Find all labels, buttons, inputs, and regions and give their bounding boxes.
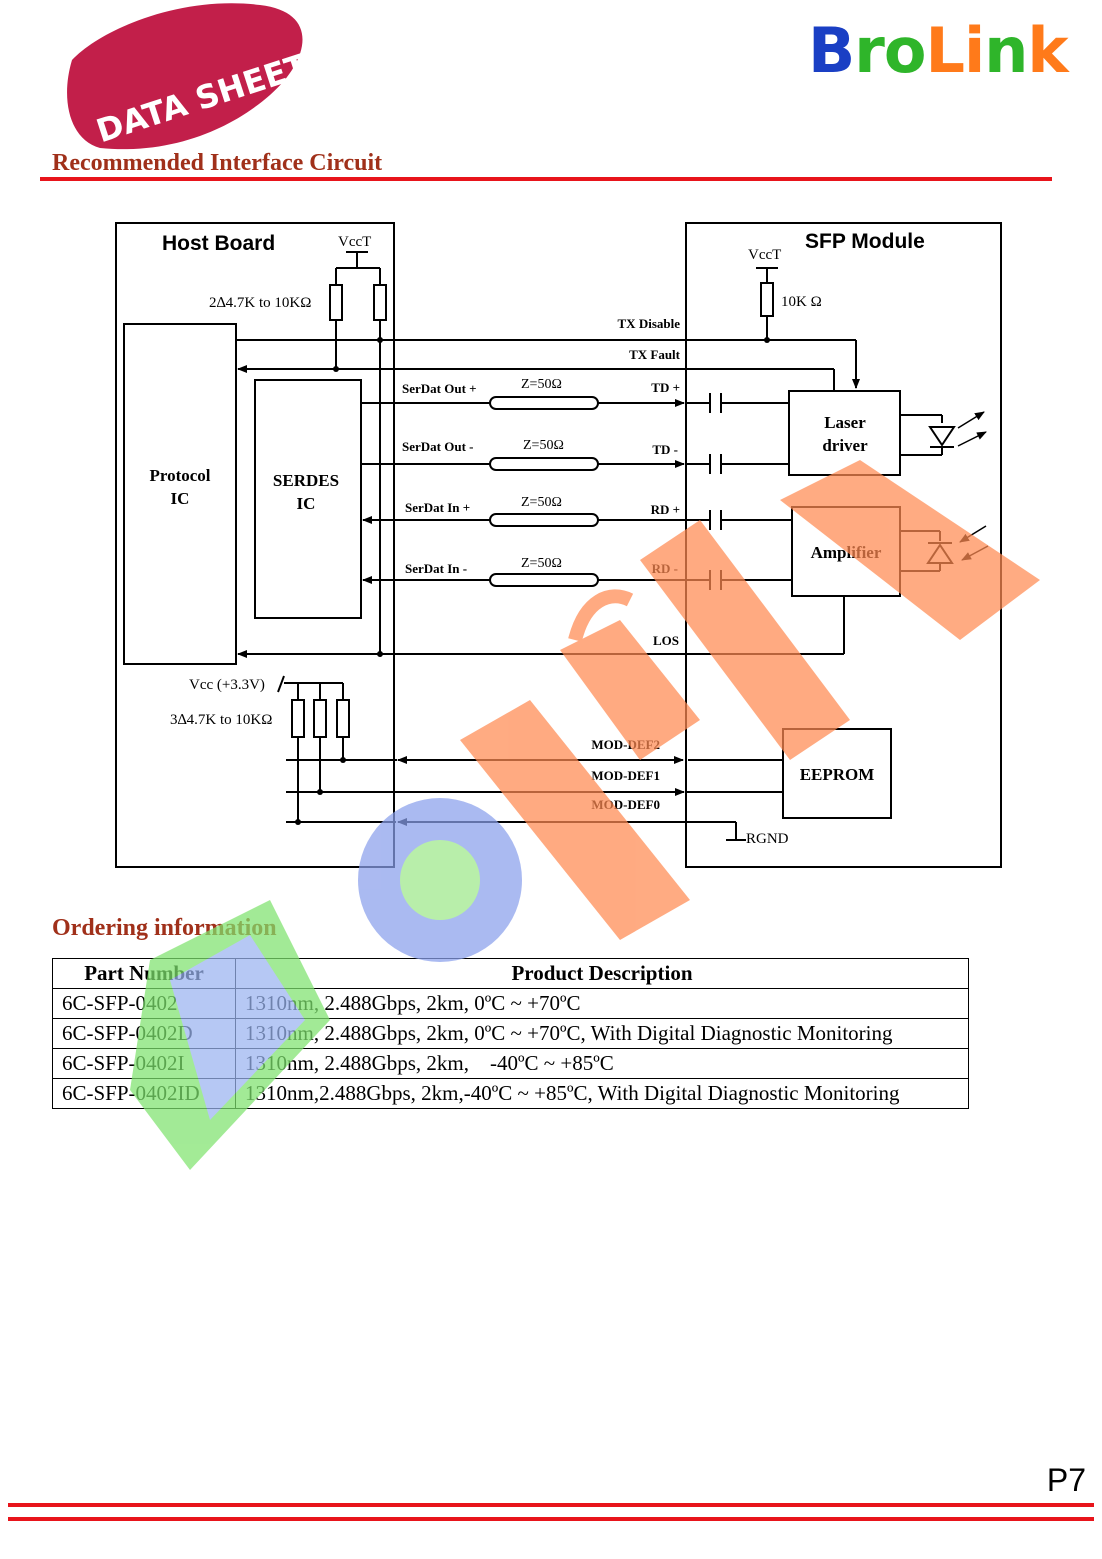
part-number-cell: 6C-SFP-0402I [52,1048,236,1079]
serdat-out-p-label: SerDat Out + [402,381,477,396]
laser-driver-box [788,390,901,476]
table-row: 6C-SFP-0402 1310nm, 2.488Gbps, 2km, 0ºC … [52,988,969,1019]
table-row: 6C-SFP-0402I 1310nm, 2.488Gbps, 2km, -40… [52,1048,969,1079]
host-resistor-label: 2∆4.7K to 10KΩ [209,295,311,311]
ordering-section-title: Ordering information [52,915,277,941]
header-divider [40,177,1052,181]
impedance-label: Z=50Ω [521,556,562,571]
part-number-cell: 6C-SFP-0402 [52,988,236,1019]
rd-p-label: RD + [651,502,680,517]
part-number-cell: 6C-SFP-0402D [52,1018,236,1049]
transmission-line [489,457,599,471]
serdes-ic-box [254,379,362,619]
ordering-table: Part Number Product Description 6C-SFP-0… [52,958,969,1109]
mod-def2-label: MOD-DEF2 [591,737,660,752]
transmission-line [489,513,599,527]
td-n-label: TD - [652,442,678,457]
serdat-out-n-label: SerDat Out - [402,439,474,454]
part-number-cell: 6C-SFP-0402ID [52,1078,236,1109]
eeprom-label: EEPROM [800,765,875,784]
page-number: P7 [1046,1462,1086,1498]
laser-driver-label: driver [822,436,868,455]
brand-letter: o [883,14,927,87]
description-cell: 1310nm, 2.488Gbps, 2km, 0ºC ~ +70ºC, Wit… [235,1018,969,1049]
header-part-number: Part Number [52,958,236,989]
los-label: LOS [653,633,679,648]
serdes-ic-label: IC [297,494,316,513]
brand-letter: B [808,14,855,87]
host-board-box [115,222,395,868]
tx-fault-label: TX Fault [629,347,681,362]
protocol-ic-box [123,323,237,665]
table-header-row: Part Number Product Description [52,958,969,989]
pullup-resistor [313,699,327,738]
mod-def0-label: MOD-DEF0 [591,797,660,812]
impedance-label: Z=50Ω [521,495,562,510]
serdes-ic-label: SERDES [273,471,339,490]
transmission-line [489,396,599,410]
footer-divider [8,1503,1094,1507]
brand-letter: n [984,14,1028,87]
header-product-description: Product Description [235,958,969,989]
interface-circuit-diagram: Host Board SFP Module VccT VccT 2∆4.7K t… [115,222,1002,868]
impedance-label: Z=50Ω [523,438,564,453]
transmission-line [489,573,599,587]
rgnd-label: RGND [746,831,789,847]
vcct-host-label: VccT [338,234,371,250]
table-row: 6C-SFP-0402ID 1310nm,2.488Gbps, 2km,-40º… [52,1078,969,1109]
footer-divider [8,1517,1094,1521]
sfp-module-label: SFP Module [805,230,925,253]
brand-letter: i [963,14,985,87]
pullup-resistor [760,282,774,317]
pullup-resistor [336,699,350,738]
vcct-module-label: VccT [748,247,781,263]
mod-def1-label: MOD-DEF1 [591,768,660,783]
table-row: 6C-SFP-0402D 1310nm, 2.488Gbps, 2km, 0ºC… [52,1018,969,1049]
laser-driver-label: Laser [824,413,866,432]
amplifier-label: Amplifier [811,543,882,562]
impedance-label: Z=50Ω [521,377,562,392]
rd-n-label: RD - [652,561,678,576]
brand-logo: BroLink [808,14,1069,87]
brand-letter: k [1027,14,1068,87]
pullup-resistor [373,284,387,321]
brand-letter: r [854,14,885,87]
protocol-ic-label: Protocol [149,466,210,485]
data-sheet-badge: DATA SHEET [67,3,312,150]
circuit-section-title: Recommended Interface Circuit [52,150,383,176]
description-cell: 1310nm, 2.488Gbps, 2km, -40ºC ~ +85ºC [235,1048,969,1079]
protocol-ic-label: IC [171,489,190,508]
three-resistors-label: 3∆4.7K to 10KΩ [170,712,272,728]
host-board-label: Host Board [162,232,275,255]
pullup-resistor [329,284,343,321]
description-cell: 1310nm, 2.488Gbps, 2km, 0ºC ~ +70ºC [235,988,969,1019]
td-p-label: TD + [651,380,680,395]
serdat-in-n-label: SerDat In - [405,561,467,576]
module-resistor-label: 10K Ω [781,294,822,310]
pullup-resistor [291,699,305,738]
description-cell: 1310nm,2.488Gbps, 2km,-40ºC ~ +85ºC, Wit… [235,1078,969,1109]
vcc-33-label: Vcc (+3.3V) [189,677,265,693]
brand-letter: L [925,14,965,87]
serdat-in-p-label: SerDat In + [405,500,470,515]
tx-disable-label: TX Disable [618,316,681,331]
